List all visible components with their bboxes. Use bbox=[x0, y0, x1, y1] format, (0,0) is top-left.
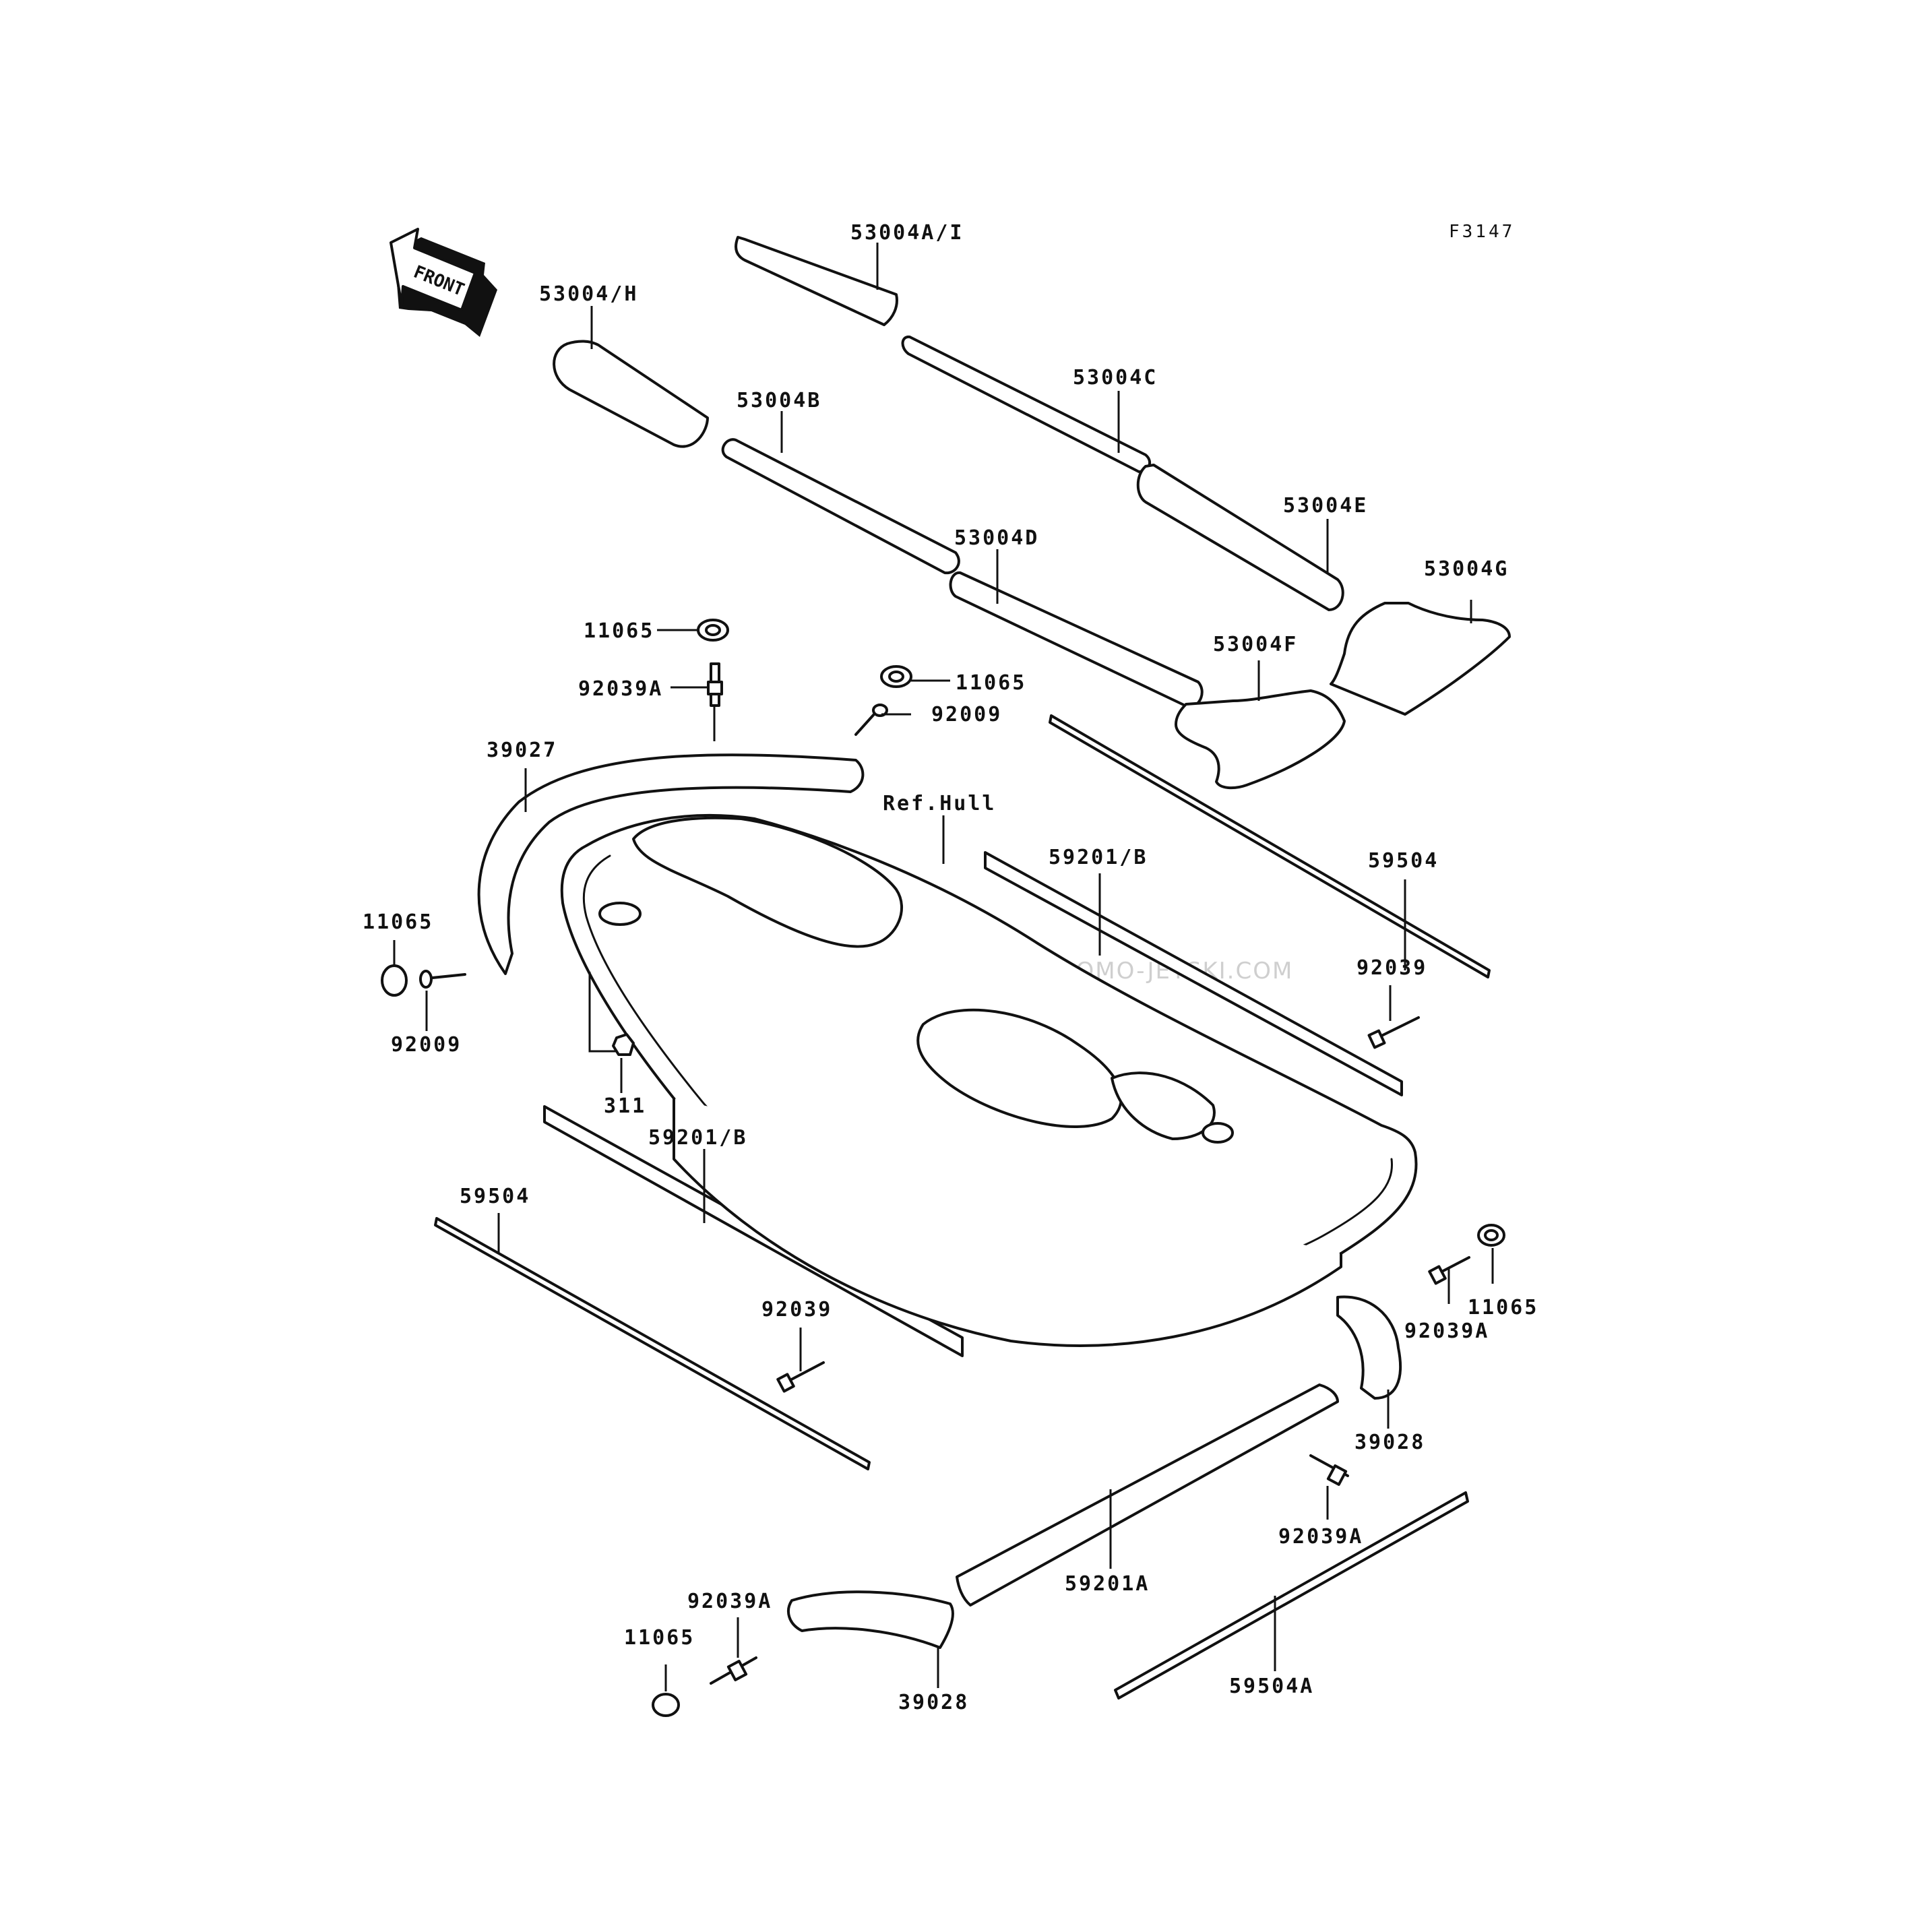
bumper-39028-right bbox=[1336, 1295, 1402, 1400]
mat-53004b bbox=[721, 438, 960, 575]
mat-53004f bbox=[1175, 689, 1346, 790]
cap-11065-left bbox=[381, 964, 408, 997]
label-39028-left: 39028 bbox=[898, 1691, 969, 1714]
label-11065-top-right: 11065 bbox=[956, 671, 1026, 695]
hull bbox=[560, 813, 1418, 1347]
label-92039-left: 92039 bbox=[761, 1298, 832, 1321]
cap-11065-top bbox=[697, 619, 729, 642]
screw-92009-left bbox=[419, 970, 466, 989]
label-11065-left: 11065 bbox=[363, 910, 433, 934]
label-92039a-mid: 92039A bbox=[1278, 1525, 1363, 1549]
front-arrow-icon: FRONT bbox=[389, 228, 497, 337]
rivet-92039-right bbox=[1367, 1016, 1420, 1049]
label-53004f: 53004F bbox=[1213, 633, 1298, 656]
label-53004e: 53004E bbox=[1283, 494, 1368, 518]
label-59201a: 59201A bbox=[1065, 1572, 1150, 1596]
label-59201b-left: 59201/B bbox=[648, 1126, 747, 1150]
rivet-92039a-top bbox=[707, 662, 723, 707]
rail-59504-left bbox=[434, 1217, 871, 1470]
label-92039a-top: 92039A bbox=[578, 677, 663, 701]
mat-53004a-i bbox=[735, 236, 898, 326]
label-59201b-right: 59201/B bbox=[1049, 846, 1148, 869]
mat-53004e bbox=[1136, 464, 1344, 611]
rail-59201b-right bbox=[984, 851, 1403, 1096]
label-92039-right: 92039 bbox=[1357, 956, 1427, 980]
cap-11065-right bbox=[1477, 1224, 1505, 1247]
label-11065-bottom: 11065 bbox=[624, 1626, 695, 1650]
screw-92009-top bbox=[854, 704, 888, 736]
rivet-92039a-mid bbox=[1309, 1454, 1349, 1486]
cap-11065-bottom bbox=[652, 1693, 680, 1717]
bumper-39027 bbox=[477, 753, 865, 975]
rivet-92039a-right bbox=[1428, 1256, 1470, 1285]
label-11065-top: 11065 bbox=[584, 619, 654, 643]
label-53004-h: 53004/H bbox=[539, 282, 638, 306]
label-92039a-bottom: 92039A bbox=[687, 1590, 772, 1613]
label-53004a-i: 53004A/I bbox=[850, 221, 964, 245]
label-11065-right: 11065 bbox=[1468, 1296, 1538, 1319]
label-53004c: 53004C bbox=[1073, 366, 1158, 389]
rivet-92039-left bbox=[776, 1361, 825, 1393]
label-92009-top: 92009 bbox=[931, 703, 1002, 726]
nut-311 bbox=[612, 1033, 635, 1056]
label-53004d: 53004D bbox=[954, 526, 1039, 550]
label-53004g: 53004G bbox=[1424, 557, 1509, 581]
rail-59201a bbox=[956, 1383, 1339, 1607]
label-39028-right: 39028 bbox=[1354, 1431, 1425, 1454]
bumper-39028-left bbox=[787, 1590, 954, 1649]
ref-hull-label: Ref.Hull bbox=[883, 792, 997, 815]
figure-id: F3147 bbox=[1449, 222, 1515, 242]
label-59504-right: 59504 bbox=[1368, 849, 1439, 873]
rail-59504-right bbox=[1049, 714, 1491, 978]
label-92009-left: 92009 bbox=[391, 1033, 462, 1057]
label-59504-left: 59504 bbox=[460, 1185, 530, 1208]
label-53004b: 53004B bbox=[737, 389, 821, 412]
label-59504a: 59504A bbox=[1229, 1675, 1314, 1698]
label-39027: 39027 bbox=[487, 739, 557, 762]
rivet-92039a-bottom bbox=[710, 1656, 757, 1685]
mat-53004c bbox=[901, 335, 1152, 473]
label-311: 311 bbox=[604, 1094, 646, 1118]
cap-11065-top-right bbox=[880, 665, 912, 688]
mat-53004g bbox=[1330, 602, 1511, 716]
rail-59504a bbox=[1114, 1491, 1469, 1700]
mat-53004-h bbox=[553, 340, 709, 448]
label-92039a-right: 92039A bbox=[1404, 1319, 1489, 1343]
